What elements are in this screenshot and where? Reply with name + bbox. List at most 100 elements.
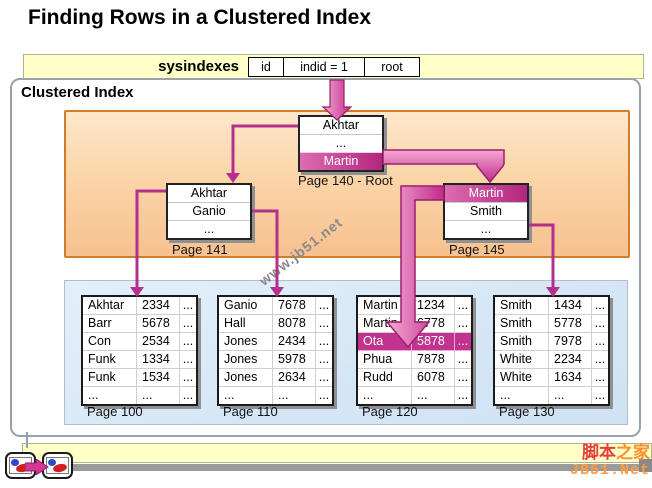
page-caption-110: Page 110 <box>223 404 278 419</box>
table-cell: Jones <box>217 332 273 351</box>
table-row: ......... <box>493 386 610 406</box>
table-cell: ... <box>591 295 610 315</box>
footer-band <box>22 443 652 463</box>
sysindexes-col-id: id <box>248 57 284 77</box>
table-row: ......... <box>356 386 473 406</box>
node-row: Martin <box>445 185 527 202</box>
table-cell: ... <box>272 386 316 406</box>
table-cell: ... <box>315 350 334 369</box>
table-cell: White <box>493 350 549 369</box>
node-row: Martin <box>300 152 382 170</box>
brand-text-red: 脚本 <box>582 443 616 462</box>
table-cell: 5678 <box>136 314 180 333</box>
table-cell: White <box>493 368 549 387</box>
blue-shape-icon <box>11 459 19 466</box>
table-cell: 5978 <box>272 350 316 369</box>
node-row: Akhtar <box>300 117 382 134</box>
table-cell: Phua <box>356 350 412 369</box>
node-row: ... <box>300 134 382 152</box>
table-cell: Con <box>81 332 137 351</box>
table-cell: Smith <box>493 332 549 351</box>
table-cell: ... <box>315 314 334 333</box>
page-caption-145: Page 145 <box>449 242 505 257</box>
table-cell: Martin <box>356 314 412 333</box>
table-cell: ... <box>179 314 198 333</box>
table-cell: Jones <box>217 350 273 369</box>
table-cell: 1234 <box>411 295 455 315</box>
sysindexes-table: id indid = 1 root <box>248 57 420 77</box>
table-cell: ... <box>179 368 198 387</box>
table-cell: ... <box>454 386 473 406</box>
table-cell: 1334 <box>136 350 180 369</box>
table-cell: ... <box>136 386 180 406</box>
table-cell: ... <box>454 350 473 369</box>
table-cell: 2234 <box>548 350 592 369</box>
table-cell: ... <box>81 386 137 406</box>
table-cell: ... <box>179 386 198 406</box>
site-logo-english: JB51.Net <box>569 462 650 479</box>
clustered-index-label: Clustered Index <box>21 84 134 101</box>
table-cell: ... <box>315 332 334 351</box>
forward-arrow-icon <box>25 459 49 475</box>
table-cell: ... <box>179 332 198 351</box>
table-cell: Funk <box>81 368 137 387</box>
slide-thumbnail-icon <box>46 457 69 474</box>
table-cell: ... <box>411 386 455 406</box>
table-cell: ... <box>591 332 610 351</box>
table-cell: 1434 <box>548 295 592 315</box>
page-caption-120: Page 120 <box>362 404 418 419</box>
node-row: Smith <box>445 202 527 220</box>
table-cell: ... <box>454 368 473 387</box>
table-cell: Smith <box>493 314 549 333</box>
table-cell: 7678 <box>272 295 316 315</box>
table-cell: ... <box>179 295 198 315</box>
brand-text-orange: 之家 <box>616 443 650 462</box>
table-cell: Smith <box>493 295 549 315</box>
table-cell: ... <box>591 314 610 333</box>
node-row: Ganio <box>168 202 250 220</box>
table-cell: ... <box>356 386 412 406</box>
table-cell: ... <box>315 386 334 406</box>
table-cell: 2434 <box>272 332 316 351</box>
table-cell: ... <box>591 368 610 387</box>
node-row: Akhtar <box>168 185 250 202</box>
node-row: ... <box>168 220 250 238</box>
table-cell: ... <box>454 332 473 351</box>
sysindexes-col-indid: indid = 1 <box>283 57 365 77</box>
slide-title: Finding Rows in a Clustered Index <box>28 6 372 29</box>
table-cell: 6078 <box>411 368 455 387</box>
table-cell: ... <box>591 386 610 406</box>
table-cell: 2634 <box>272 368 316 387</box>
table-cell: 2534 <box>136 332 180 351</box>
footer-left-tick <box>26 432 28 448</box>
site-logo-chinese: 脚本之家 <box>570 444 650 462</box>
table-row: id indid = 1 root <box>248 57 420 77</box>
site-logo: 脚本之家 JB51.Net <box>570 444 650 480</box>
table-cell: 1534 <box>136 368 180 387</box>
footer-divider-cap <box>639 459 652 472</box>
page-caption-141: Page 141 <box>172 242 228 257</box>
table-cell: 7878 <box>411 350 455 369</box>
table-cell: 1634 <box>548 368 592 387</box>
